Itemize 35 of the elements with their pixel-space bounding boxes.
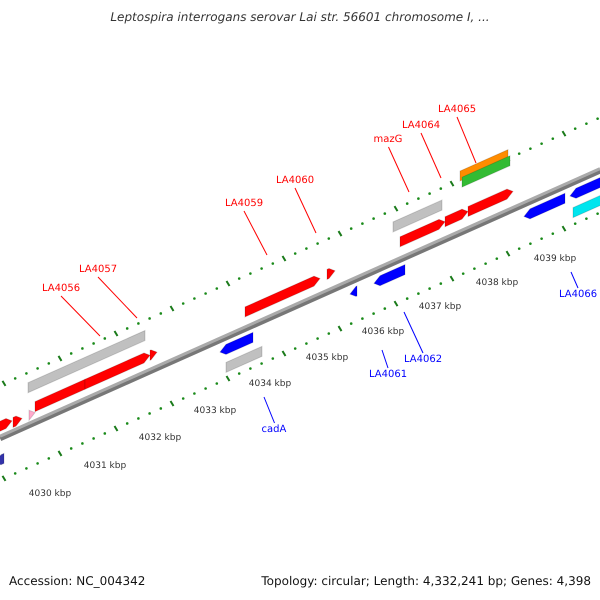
gene-label: LA4065	[438, 104, 476, 116]
scale-label: 4038 kbp	[476, 277, 518, 289]
leader-line	[264, 396, 275, 424]
footer-text: Topology: circular; Length: 4,332,241 bp; Genes: 4,398	[261, 575, 591, 587]
leader-line	[60, 296, 100, 336]
gene-label: LA4059	[225, 198, 264, 210]
leader-line	[244, 210, 268, 256]
gene-label: cadA	[262, 424, 286, 436]
leader-line	[420, 132, 442, 178]
scale-label: 4035 kbp	[306, 352, 348, 364]
leader-line	[388, 146, 410, 192]
scale-label: 4032 kbp	[138, 432, 182, 444]
scale-label: 4037 kbp	[418, 301, 462, 313]
footer-text: Accession: NC_004342	[9, 575, 146, 587]
gene-label: LA4057	[79, 264, 118, 276]
scale-label: 4034 kbp	[248, 378, 292, 390]
scale-label: 4036 kbp	[362, 326, 404, 338]
leader-line	[382, 350, 388, 368]
leader-line	[570, 272, 578, 288]
gene-label: LA4056	[42, 283, 80, 295]
leader-line	[456, 116, 476, 164]
title: Leptospira interrogans serovar Lai str. 56601 chromosome I, ...	[109, 10, 491, 24]
gene-label: LA4062	[404, 354, 442, 366]
leader-line	[294, 188, 316, 234]
scale-label: 4030 kbp	[28, 488, 72, 500]
gene-label: mazG	[374, 134, 402, 146]
scale-label: 4031 kbp	[84, 460, 126, 472]
scale-label: 4039 kbp	[534, 253, 576, 265]
leader-line	[404, 312, 424, 354]
gene-label: LA4061	[369, 369, 408, 381]
gene-label: LA4064	[402, 120, 440, 132]
gene-label: LA4060	[276, 175, 314, 187]
leader-line	[98, 276, 138, 318]
gene-label: LA4066	[559, 289, 598, 301]
scale-label: 4033 kbp	[194, 405, 236, 417]
